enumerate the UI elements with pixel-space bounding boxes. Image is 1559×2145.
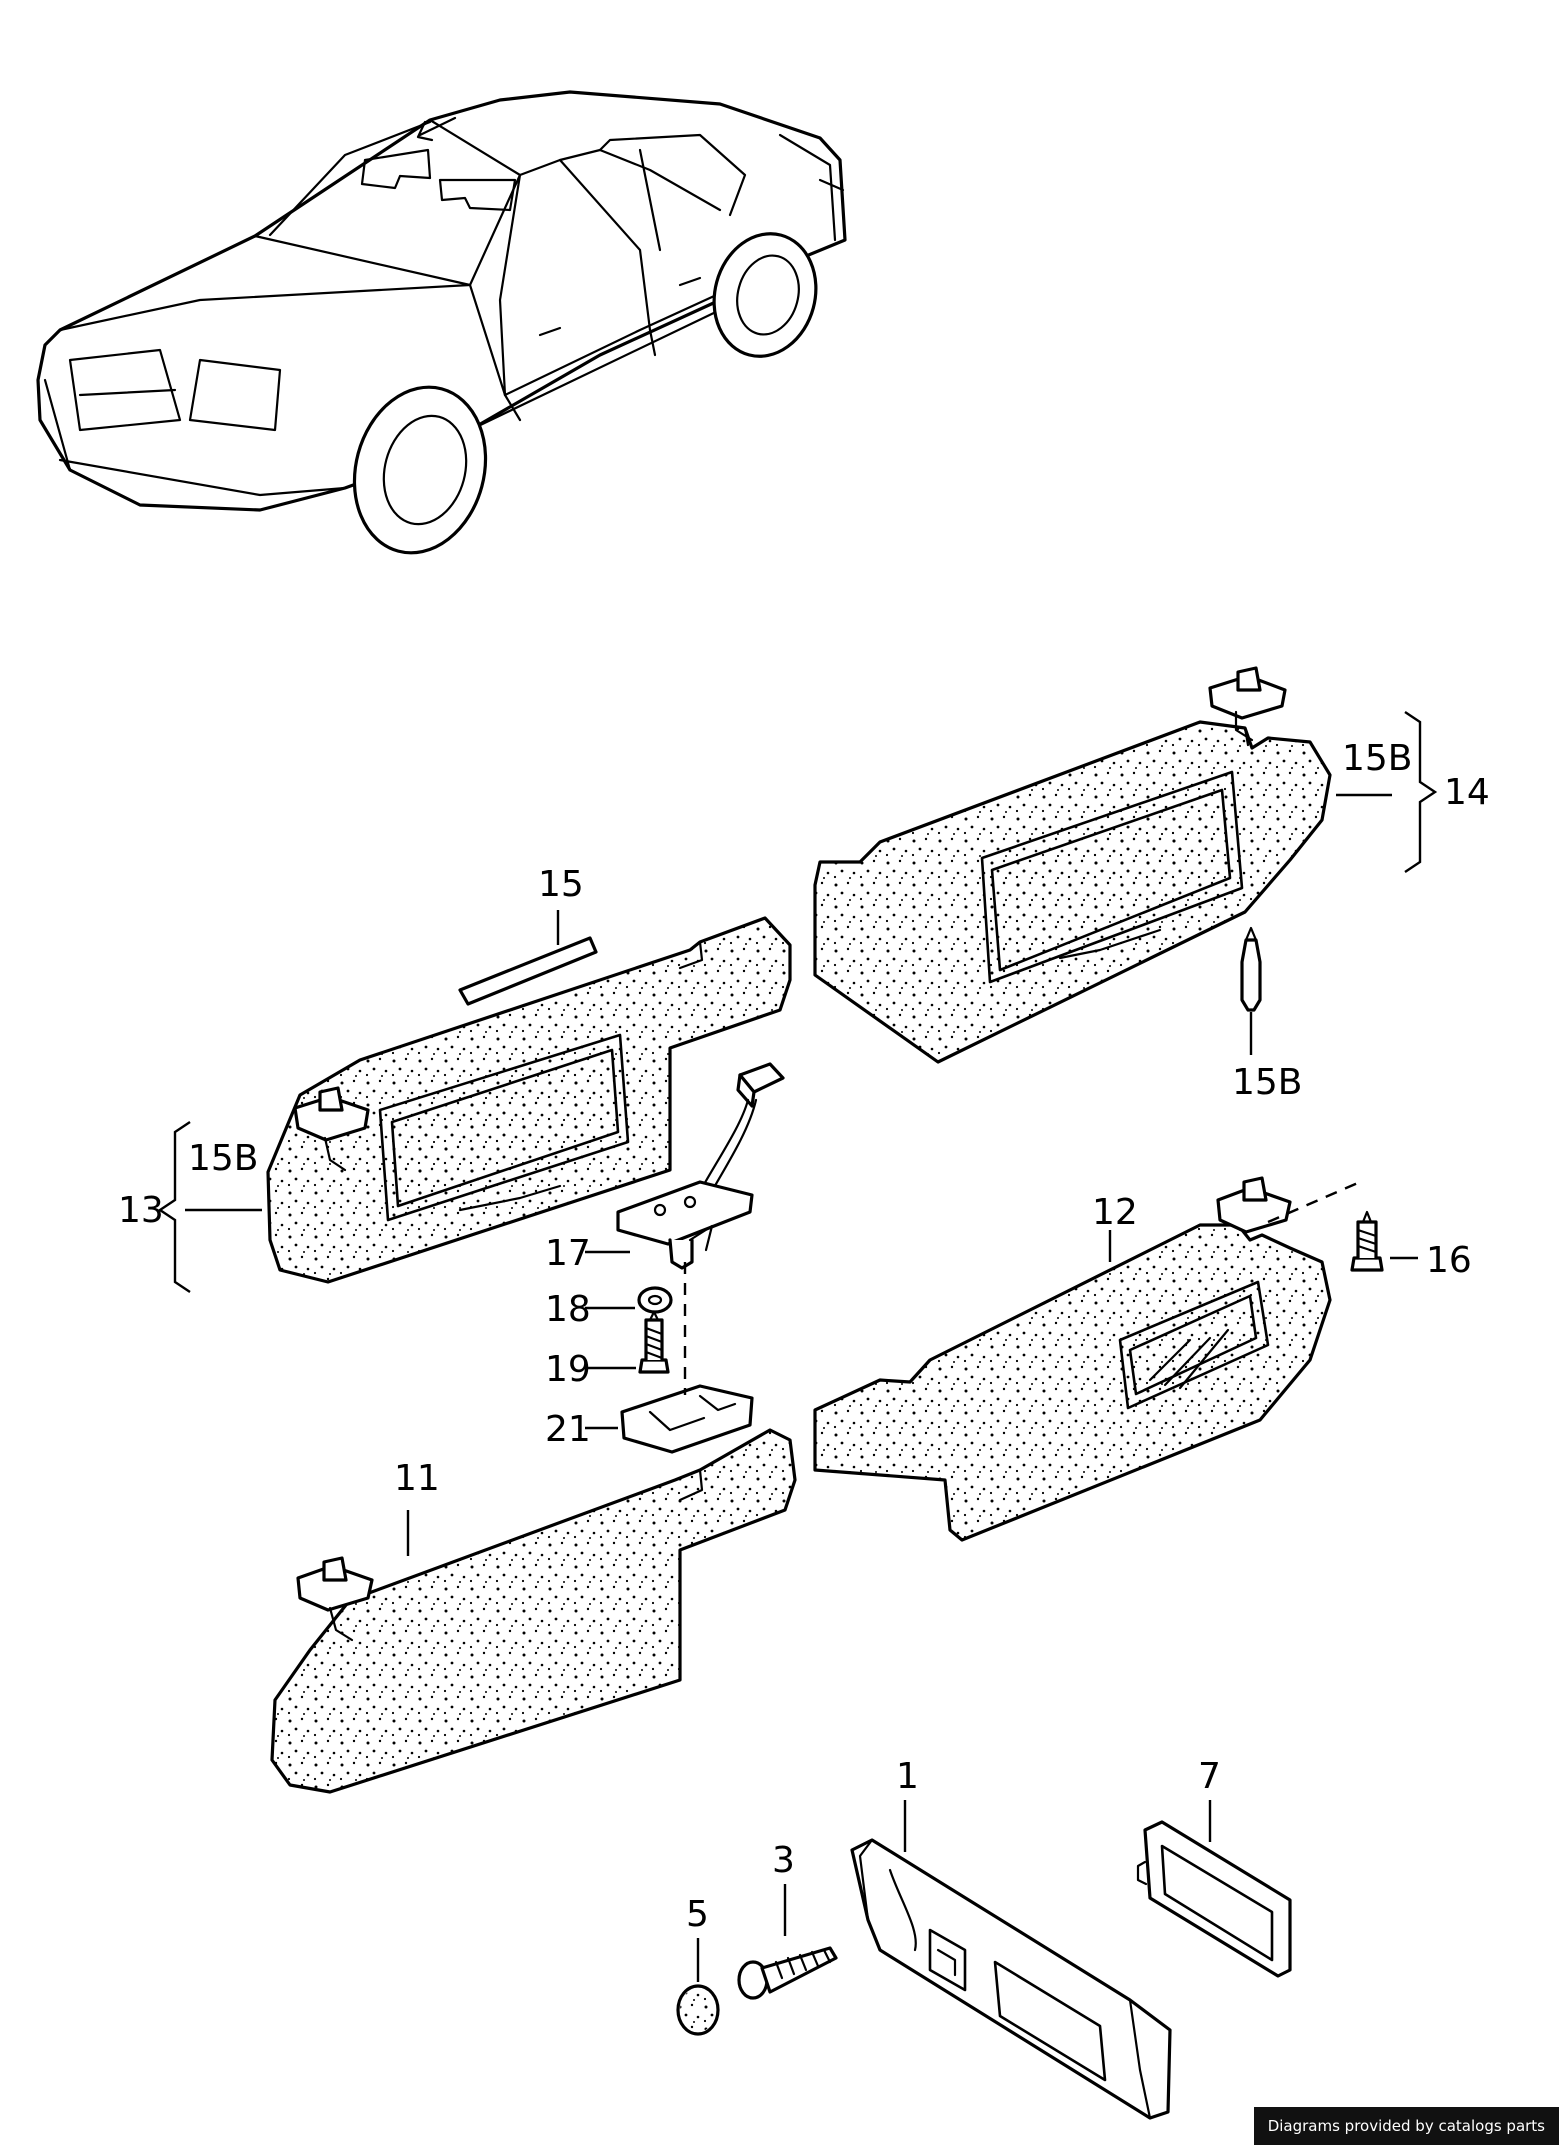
callout-17: 17 — [545, 1233, 591, 1274]
sun-visor-11 — [270, 1428, 797, 1794]
callout-12: 12 — [1092, 1192, 1138, 1233]
callout-14: 14 — [1444, 772, 1490, 813]
callout-5: 5 — [686, 1894, 709, 1935]
leader-lines — [157, 711, 1438, 1982]
screw-16 — [1350, 1210, 1384, 1272]
callout-19: 19 — [545, 1349, 591, 1390]
mirror-glass-7 — [1136, 1820, 1292, 1978]
callout-11: 11 — [394, 1458, 440, 1499]
callout-18: 18 — [545, 1289, 591, 1330]
callout-15b-left: 15B — [188, 1138, 259, 1179]
bracket-17 — [616, 1180, 754, 1270]
assembly-line-12-16 — [1267, 1180, 1361, 1224]
sun-visor-12 — [813, 1176, 1332, 1542]
callout-7: 7 — [1198, 1756, 1221, 1797]
car-illustration — [36, 90, 847, 555]
callout-labels: 14 15B 15B 15 15B 13 12 16 17 18 19 21 1… — [118, 738, 1490, 1935]
screw-3 — [737, 1946, 838, 2000]
callout-15b-bulb: 15B — [1232, 1062, 1303, 1103]
sun-visor-13 — [266, 916, 792, 1284]
callout-15: 15 — [538, 864, 584, 905]
callout-16: 16 — [1426, 1240, 1472, 1281]
mirror-frame-1 — [850, 1838, 1172, 2120]
bulb-15b — [1240, 926, 1262, 1012]
callout-21: 21 — [545, 1409, 591, 1450]
callout-3: 3 — [772, 1840, 795, 1881]
attribution-footer: Diagrams provided by catalogs parts — [1253, 2107, 1559, 2145]
callout-13: 13 — [118, 1190, 164, 1231]
screw-19 — [638, 1310, 670, 1374]
callout-1: 1 — [896, 1756, 919, 1797]
wiring-harness — [688, 1062, 785, 1214]
washer-18 — [637, 1286, 673, 1314]
light-tube-15 — [458, 936, 598, 1006]
cap-5 — [676, 1984, 720, 2036]
cover-21 — [620, 1384, 754, 1454]
sun-visor-14 — [813, 666, 1332, 1064]
callout-15b-top: 15B — [1342, 738, 1413, 779]
